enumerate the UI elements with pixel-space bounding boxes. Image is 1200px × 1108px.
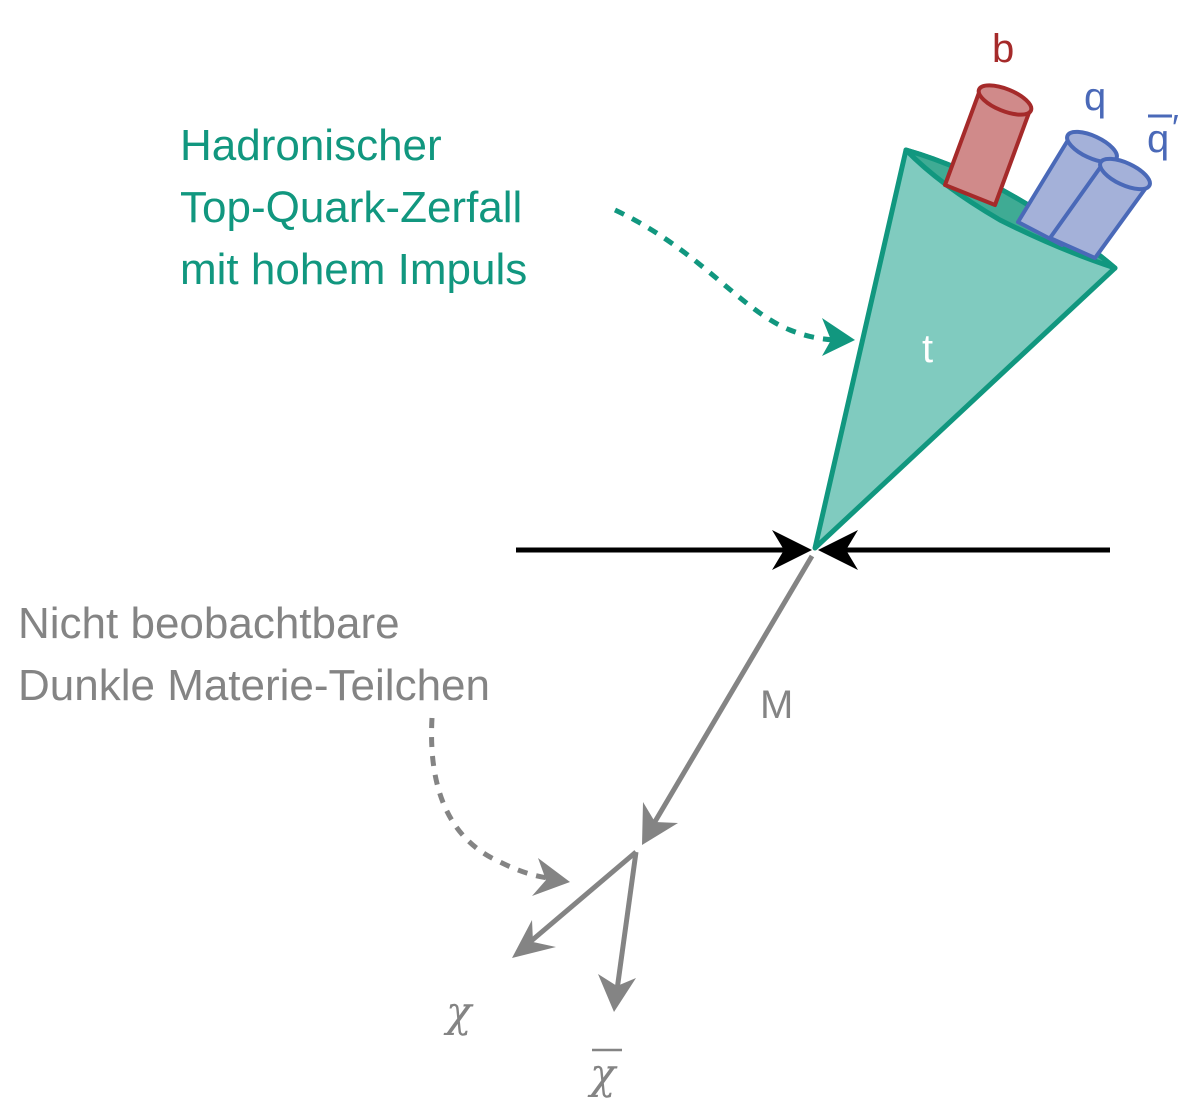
b-quark-jet (943, 83, 1034, 207)
dark-matter-pointer-arrowhead (532, 858, 570, 896)
chi-bar-line (614, 851, 639, 991)
b-quark-label: b (992, 27, 1014, 71)
right-beam-arrowhead (818, 530, 858, 570)
caption-line-1: Hadronischer (180, 121, 442, 170)
q-quark-label: q (1084, 75, 1106, 119)
top-quark-jet: t (812, 83, 1152, 551)
dark-matter-caption-pointer (429, 717, 549, 881)
mediator-propagator: M (642, 554, 815, 845)
mediator-arrowhead (642, 802, 678, 845)
mediator-line (650, 554, 815, 827)
antiquark-label: q (1147, 117, 1169, 161)
chi-label: χ (443, 987, 474, 1036)
top-quark-label: t (922, 327, 933, 371)
top-quark-pointer-arrowhead (822, 318, 855, 356)
incoming-beams (516, 530, 1110, 570)
antiquark-jet (1048, 156, 1152, 260)
dark-matter-particles: χ χ (443, 850, 639, 1098)
top-quark-caption: Hadronischer Top-Quark-Zerfall mit hohem… (180, 121, 535, 294)
left-beam-arrowhead (772, 530, 812, 570)
chi-bar-arrowhead (598, 974, 636, 1012)
dark-matter-caption: Nicht beobachtbare Dunkle Materie-Teilch… (18, 599, 490, 710)
antiquark-prime: ′ (1172, 107, 1179, 148)
dm-caption-line-2: Dunkle Materie-Teilchen (18, 661, 490, 710)
mediator-label: M (760, 683, 793, 727)
caption-line-2: Top-Quark-Zerfall (180, 183, 522, 232)
chi-bar-label: χ (587, 1049, 618, 1098)
top-quark-caption-pointer (613, 207, 841, 343)
caption-line-3: mit hohem Impuls (180, 245, 527, 294)
chi-line (528, 850, 638, 944)
chi-arrowhead (512, 920, 556, 958)
dm-caption-line-1: Nicht beobachtbare (18, 599, 400, 648)
